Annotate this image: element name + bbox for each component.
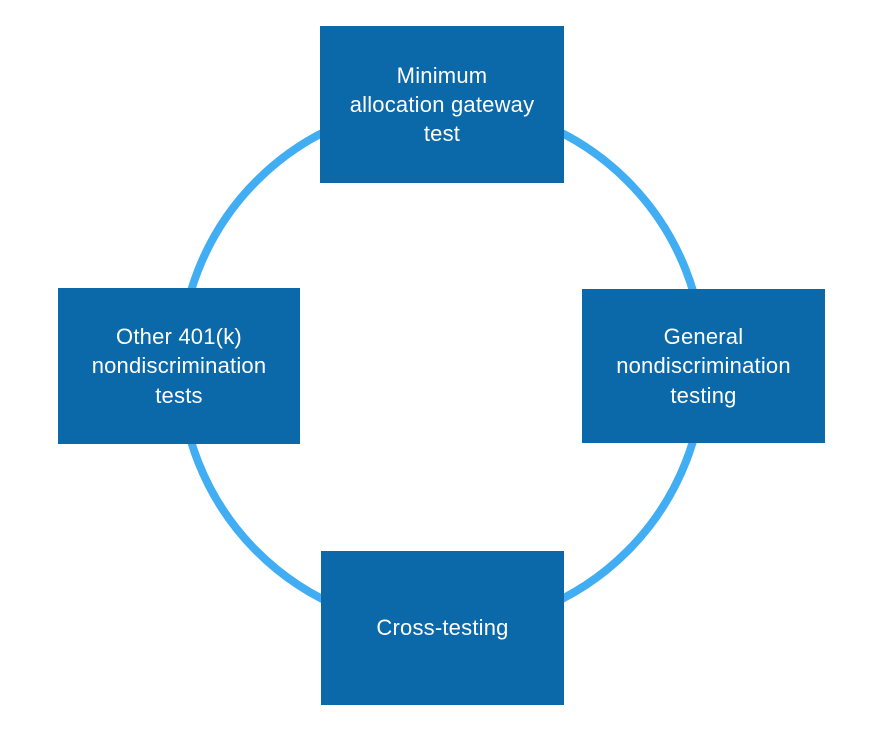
node-other-401k-nondiscrimination-tests: Other 401(k) nondiscrimination tests [58,288,300,444]
node-cross-testing: Cross-testing [321,551,564,705]
node-label: Minimum allocation gateway test [349,62,535,147]
node-general-nondiscrimination-testing: General nondiscrimination testing [582,289,825,443]
node-label: General nondiscrimination testing [616,324,791,408]
node-minimum-allocation-gateway-test: Minimum allocation gateway test [320,26,564,183]
node-label: Cross-testing [376,615,509,641]
node-label: Other 401(k) nondiscrimination tests [91,324,267,408]
